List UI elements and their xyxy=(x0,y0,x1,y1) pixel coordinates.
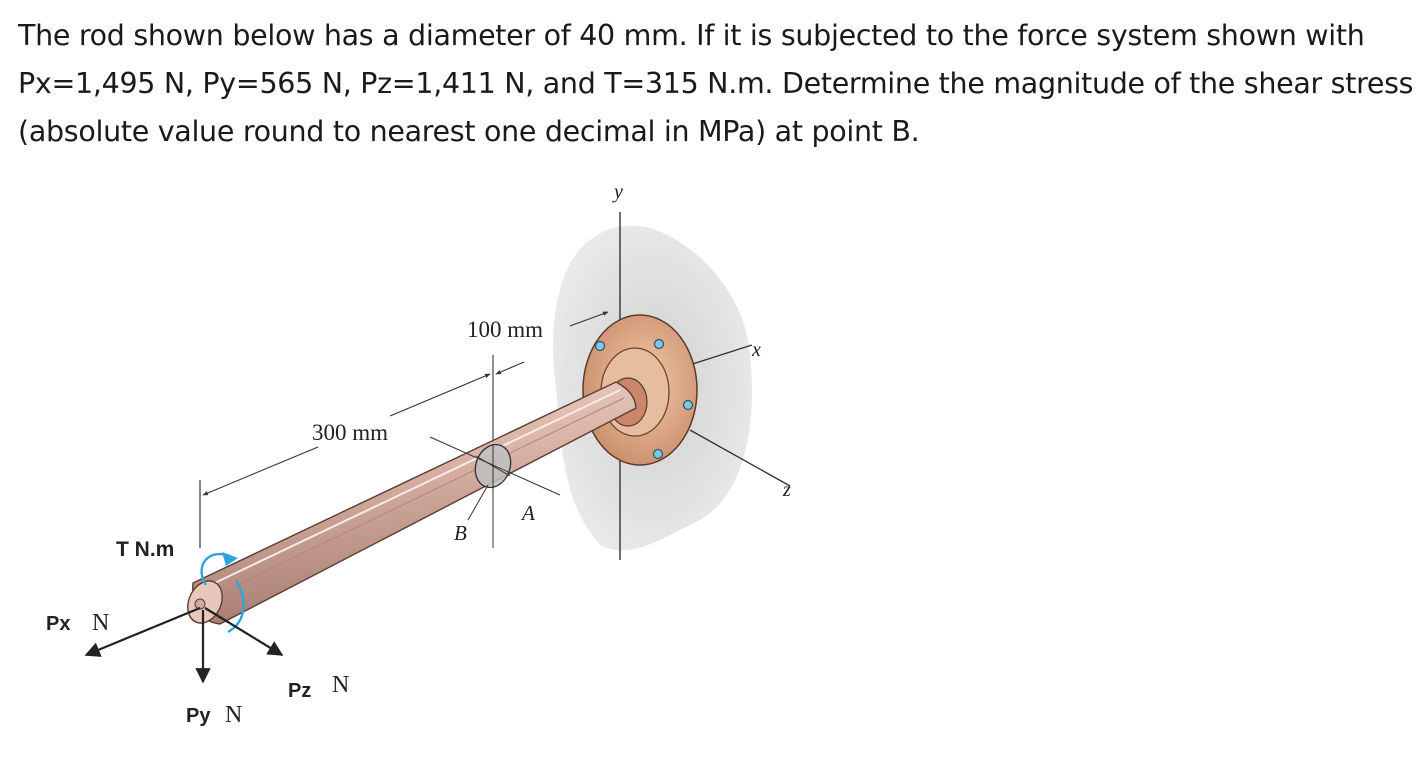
leader-b xyxy=(467,484,489,521)
load-point xyxy=(194,598,206,610)
rod-highlight xyxy=(199,389,621,591)
dim-100-line xyxy=(495,361,525,375)
bolts xyxy=(594,338,694,460)
dim-300-line xyxy=(389,373,491,417)
question-line-1: The rod shown below has a diameter of 40… xyxy=(18,19,1365,52)
px-unit: N xyxy=(92,610,109,636)
question-text: The rod shown below has a diameter of 40… xyxy=(18,12,1414,156)
axis-z-label: z xyxy=(782,479,791,501)
axis-y-label: y xyxy=(612,181,623,203)
py-label: Py xyxy=(186,705,211,727)
bolt-icon xyxy=(682,399,694,411)
rod-shade xyxy=(205,397,625,601)
point-b-label: B xyxy=(454,521,467,545)
rod xyxy=(192,381,637,625)
bolt-icon xyxy=(594,340,606,352)
question-line-3: (absolute value round to nearest one dec… xyxy=(18,115,920,148)
pz-arrow xyxy=(204,607,284,656)
dim-100-line xyxy=(569,311,609,327)
z-axis xyxy=(689,429,791,487)
point-a-label: A xyxy=(520,501,535,525)
torque-label: T N.m xyxy=(116,538,174,561)
question-line-2: Px=1,495 N, Py=565 N, Pz=1,411 N, and T=… xyxy=(18,67,1414,100)
dim-100-label: 100 mm xyxy=(467,317,543,342)
leader-a xyxy=(429,436,561,496)
torque-arrowhead-icon xyxy=(222,552,238,566)
px-label: Px xyxy=(46,613,70,635)
pz-unit: N xyxy=(332,672,349,698)
dim-300-label: 300 mm xyxy=(312,420,388,445)
px-arrow xyxy=(84,606,201,657)
pz-label: Pz xyxy=(288,680,311,702)
bolt-icon xyxy=(652,448,664,460)
dim-300-line xyxy=(202,446,319,496)
axis-x-label: x xyxy=(751,339,761,361)
py-unit: N xyxy=(225,702,242,728)
bolt-icon xyxy=(653,338,665,350)
